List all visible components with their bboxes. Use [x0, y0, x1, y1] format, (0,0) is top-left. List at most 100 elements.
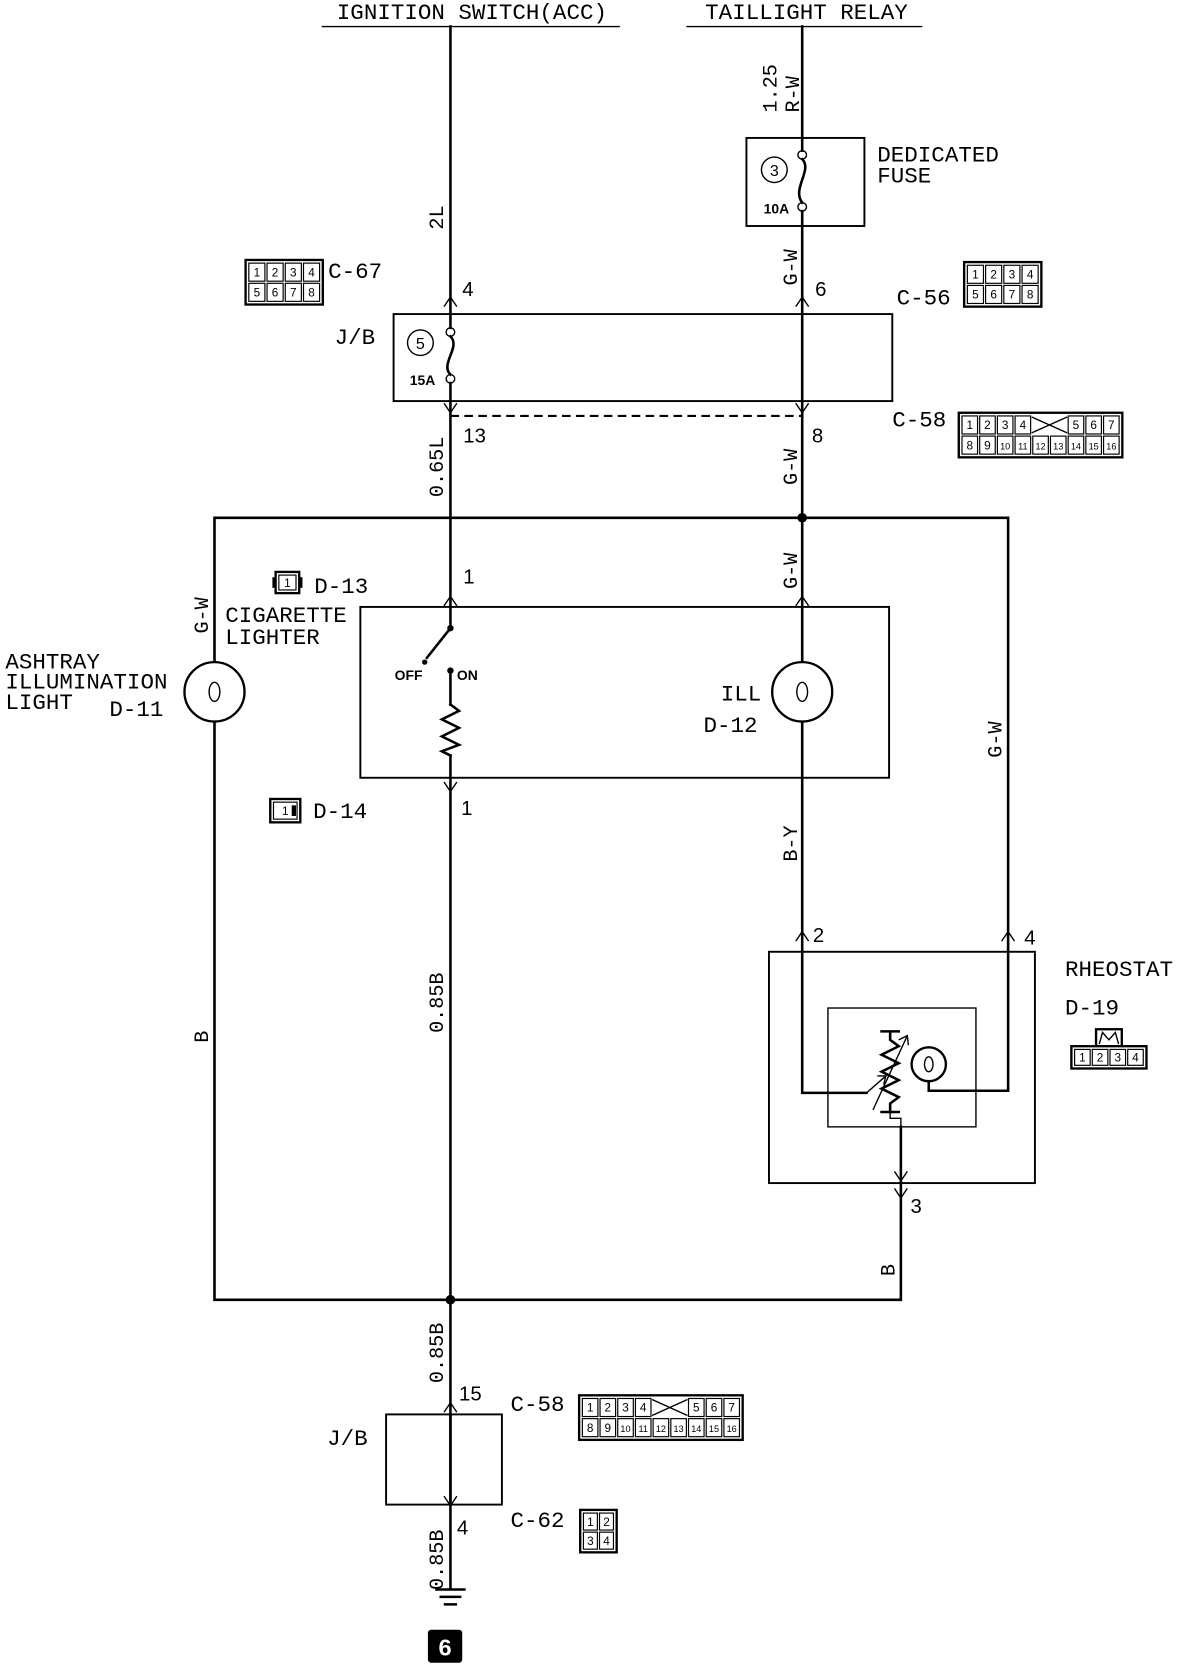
connector-pin-number: 1 — [1079, 1052, 1086, 1065]
connector-pin-number: 15 — [1089, 441, 1099, 451]
connector-housing — [274, 570, 301, 595]
connector-pin-cell — [979, 415, 996, 435]
cigarette-lighter-box — [359, 605, 891, 779]
pin-number: 1 — [461, 798, 472, 820]
wire-label-ashtray-ground: B — [192, 1031, 215, 1043]
switch-off-contact — [422, 659, 428, 665]
connector-pin-cell — [617, 1397, 634, 1418]
switch-on-contact — [447, 667, 454, 674]
connector-pin-number: 8 — [587, 1422, 594, 1435]
switch-off-label: OFF — [395, 667, 423, 683]
switch-arm-icon — [425, 626, 453, 660]
connector-pin-cell — [996, 435, 1014, 455]
connector-blank-cross — [651, 1398, 688, 1417]
connector-pin-number: 4 — [1027, 269, 1034, 282]
connector-pin-cell — [598, 1531, 615, 1550]
connector-label: C-62 — [510, 1508, 564, 1534]
pin-arrow — [443, 595, 458, 607]
connector-pin-number: 1 — [966, 419, 973, 432]
connector-pin-number: 9 — [605, 1422, 612, 1435]
connector-pin-number: 2 — [605, 1402, 612, 1415]
pin-arrow — [443, 1401, 458, 1413]
connector-pin-number: 10 — [1000, 441, 1010, 451]
connector-pin-number: 1 — [587, 1516, 594, 1529]
connector-pin-cell — [1067, 435, 1085, 455]
connector-pin-cell — [1102, 415, 1120, 435]
connector-label: C-67 — [328, 259, 382, 285]
variable-resistor-icon — [878, 1030, 902, 1114]
ignition-switch-label: IGNITION SWITCH(ACC) — [337, 0, 607, 26]
pin-number: 1 — [463, 567, 474, 589]
connector-pin-cell — [581, 1418, 599, 1438]
connector-pin-cell — [996, 415, 1014, 435]
junction-block-label: J/B — [327, 1426, 368, 1452]
connector-pin-number: 6 — [1090, 419, 1097, 432]
connector-pin-number: 8 — [966, 439, 973, 452]
pin-number: 3 — [911, 1196, 922, 1218]
connector-pin-cell — [1003, 284, 1021, 305]
fuse-terminal — [797, 201, 808, 212]
connector-pin-number: 15 — [709, 1424, 719, 1434]
connector-pin-cell — [582, 1531, 598, 1550]
ill-lamp-icon — [770, 660, 834, 723]
connector-housing — [269, 797, 302, 824]
connector-pin-number: 3 — [622, 1402, 629, 1415]
switch-on-label: ON — [457, 667, 478, 683]
rheostat-lamp-icon — [910, 1046, 948, 1083]
connector-pin-cell — [1014, 415, 1032, 435]
connector-pin-cell — [284, 262, 302, 282]
connector-pin-number: 11 — [638, 1424, 647, 1434]
connector-pin-cell — [581, 1397, 599, 1418]
resistor-variable-arrow — [872, 1034, 910, 1111]
cigarette-lighter-label-line2: LIGHTER — [225, 625, 320, 651]
connector-pin-number: 2 — [272, 266, 279, 279]
ashtray-label-line2: ILLUMINATION — [5, 670, 167, 696]
connector-pin-cell — [687, 1397, 705, 1418]
pin-arrow — [795, 595, 810, 607]
connector-pin-number: 8 — [308, 287, 315, 300]
connector-icon: 1 — [269, 797, 302, 824]
wire-label-taillight-color: R-W — [783, 75, 806, 112]
connector-pin-cell — [705, 1397, 723, 1418]
ashtray-lamp-icon — [183, 660, 246, 723]
connector-d14: 1 D-14 — [269, 797, 367, 825]
connector-pin-cell — [1085, 415, 1103, 435]
connector-pin-number: 6 — [990, 289, 997, 302]
fuse-terminal — [445, 373, 456, 384]
pin-arrow — [893, 1188, 908, 1200]
connector-pin-cell — [278, 574, 297, 591]
connector-pin-cell — [634, 1397, 652, 1418]
ashtray-label-line1: ASHTRAY — [5, 650, 100, 676]
connector-pin-number: 1 — [972, 269, 979, 282]
ashtray-lamp-id: D-11 — [109, 697, 163, 723]
connector-pin-cell — [1021, 284, 1039, 305]
connector-housing — [244, 258, 324, 306]
connector-pin-number: 14 — [691, 1424, 701, 1434]
lamp-filament — [208, 681, 221, 703]
pin-number: 15 — [459, 1384, 482, 1406]
connector-pin-cell — [1102, 435, 1120, 455]
connector-pin-number: 4 — [603, 1535, 610, 1548]
connector-pin-cell — [1032, 435, 1049, 455]
connector-pin-number: 16 — [727, 1424, 737, 1434]
taillight-relay-label: TAILLIGHT RELAY — [705, 0, 908, 26]
connector-housing — [579, 1508, 618, 1554]
connector-pin-number: 7 — [728, 1402, 735, 1415]
ill-lamp-label: ILL — [721, 681, 762, 707]
connector-pin-number: 16 — [1106, 441, 1116, 451]
connector-pin-number: 3 — [1002, 419, 1009, 432]
wires — [213, 25, 1010, 1589]
connector-pin-cell — [1014, 435, 1032, 455]
ashtray-label-line3: LIGHT — [5, 690, 73, 716]
connector-pin-number: 1 — [254, 266, 261, 279]
connector-pin-cell — [266, 262, 284, 282]
dedicated-fuse-rating: 10A — [764, 200, 790, 216]
pin-number: 4 — [462, 279, 473, 301]
connector-pin-cell — [598, 1512, 615, 1531]
connector-pin-number: 5 — [254, 287, 261, 300]
connector-pin-number: 5 — [1073, 419, 1080, 432]
connector-housing — [577, 1394, 744, 1442]
connector-pin-number: 9 — [984, 439, 991, 452]
